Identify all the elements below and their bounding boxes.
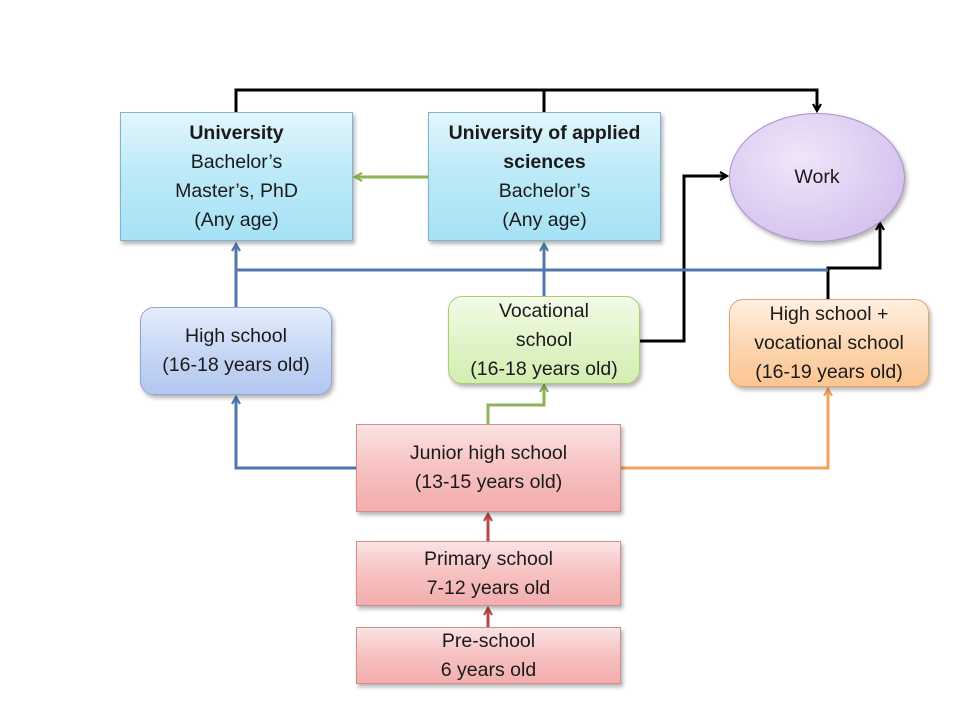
- applied-title-line-1: University of applied: [448, 121, 641, 144]
- high-school-box: High school (16-18 years old): [140, 307, 332, 395]
- vocational-line-1: Vocational: [499, 299, 589, 322]
- hs-vocational-to-work-arrow: [826, 224, 880, 299]
- junior-high-to-high-school-arrow: [236, 398, 356, 470]
- university-line-2: Master’s, PhD: [175, 179, 298, 202]
- preschool-line-1: Pre-school: [441, 629, 536, 652]
- high-school-line-2: (16-18 years old): [162, 354, 310, 376]
- work-ellipse: Work: [729, 113, 905, 242]
- junior-high-line-2: (13-15 years old): [414, 471, 563, 493]
- junior-high-to-hs-vocational-arrow: [621, 390, 828, 470]
- vocational-to-work-arrow: [640, 176, 726, 343]
- preschool-line-2: 6 years old: [440, 658, 537, 681]
- applied-sciences-box: University of applied sciences Bachelor’…: [428, 112, 661, 241]
- university-line-1: Bachelor’s: [190, 150, 283, 173]
- junior-high-to-vocational-arrow: [486, 386, 544, 424]
- university-box: University Bachelor’s Master’s, PhD (Any…: [120, 112, 353, 241]
- primary-school-box: Primary school 7-12 years old: [356, 541, 621, 606]
- university-title: University: [189, 121, 284, 144]
- vocational-line-3: (16-18 years old): [470, 357, 618, 380]
- university-line-3: (Any age): [194, 208, 279, 231]
- primary-line-1: Primary school: [424, 547, 553, 570]
- junior-high-line-1: Junior high school: [409, 442, 568, 464]
- preschool-box: Pre-school 6 years old: [356, 627, 621, 684]
- university-to-work-arrow: [234, 88, 817, 112]
- hs-vocational-line-1: High school +: [769, 302, 889, 325]
- high-school-line-1: High school: [185, 325, 287, 347]
- work-label: Work: [794, 166, 840, 188]
- primary-line-2: 7-12 years old: [426, 576, 551, 599]
- vocational-school-box: Vocational school (16-18 years old): [448, 296, 640, 384]
- applied-title-line-2: sciences: [503, 150, 586, 173]
- hs-vocational-line-2: vocational school: [754, 331, 904, 354]
- junior-high-box: Junior high school (13-15 years old): [356, 424, 621, 512]
- vocational-line-2: school: [515, 328, 573, 351]
- hs-vocational-line-3: (16-19 years old): [755, 360, 903, 383]
- hs-vocational-box: High school + vocational school (16-19 y…: [729, 299, 929, 387]
- applied-line-1: Bachelor’s: [498, 179, 591, 202]
- applied-line-2: (Any age): [502, 208, 587, 231]
